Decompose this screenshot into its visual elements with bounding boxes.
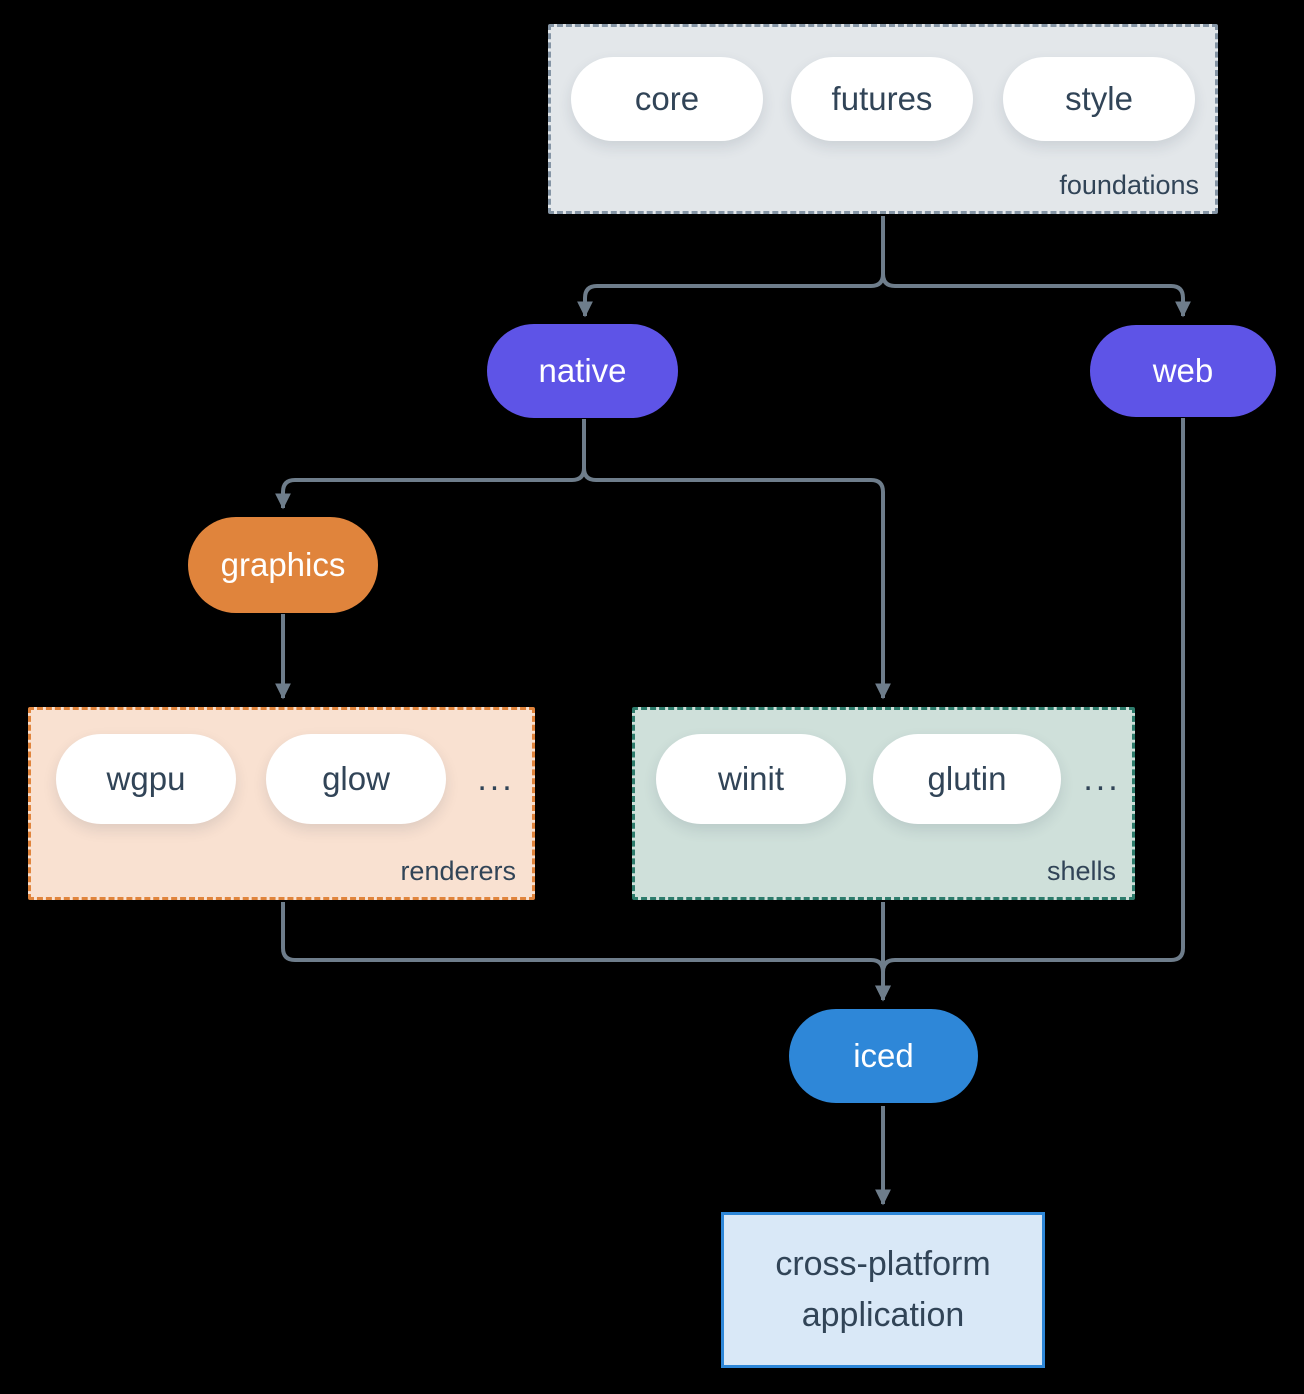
foundations-label: foundations — [1059, 170, 1199, 200]
edge-native-shells — [582, 419, 891, 700]
shells-label: shells — [1046, 856, 1116, 886]
renderers-ellipsis: ... — [477, 759, 515, 798]
node-glutin: glutin — [873, 734, 1061, 824]
node-native: native — [487, 324, 678, 418]
node-graphics: graphics — [188, 517, 378, 613]
node-futures: futures — [791, 57, 973, 141]
application-label-line1: cross-platform — [775, 1245, 991, 1283]
edge-foundations-native — [577, 216, 885, 318]
foundations-group: core futures style foundations — [548, 24, 1218, 214]
shells-group: winit glutin ... shells — [632, 707, 1135, 900]
edge-native-graphics — [275, 419, 586, 510]
edge-foundations-web — [881, 216, 1191, 318]
node-winit: winit — [656, 734, 846, 824]
renderers-label: renderers — [400, 856, 516, 886]
edge-renderers-iced — [281, 902, 891, 1002]
node-glow: glow — [266, 734, 446, 824]
application-label-line2: application — [801, 1296, 965, 1334]
node-style: style — [1003, 57, 1195, 141]
renderers-group: wgpu glow ... renderers — [28, 707, 535, 900]
node-web: web — [1090, 325, 1276, 417]
edge-web-iced — [875, 418, 1185, 1002]
shells-ellipsis: ... — [1083, 759, 1121, 798]
node-wgpu: wgpu — [56, 734, 236, 824]
node-iced: iced — [789, 1009, 978, 1103]
node-application: cross-platform application — [721, 1212, 1045, 1368]
node-core: core — [571, 57, 763, 141]
